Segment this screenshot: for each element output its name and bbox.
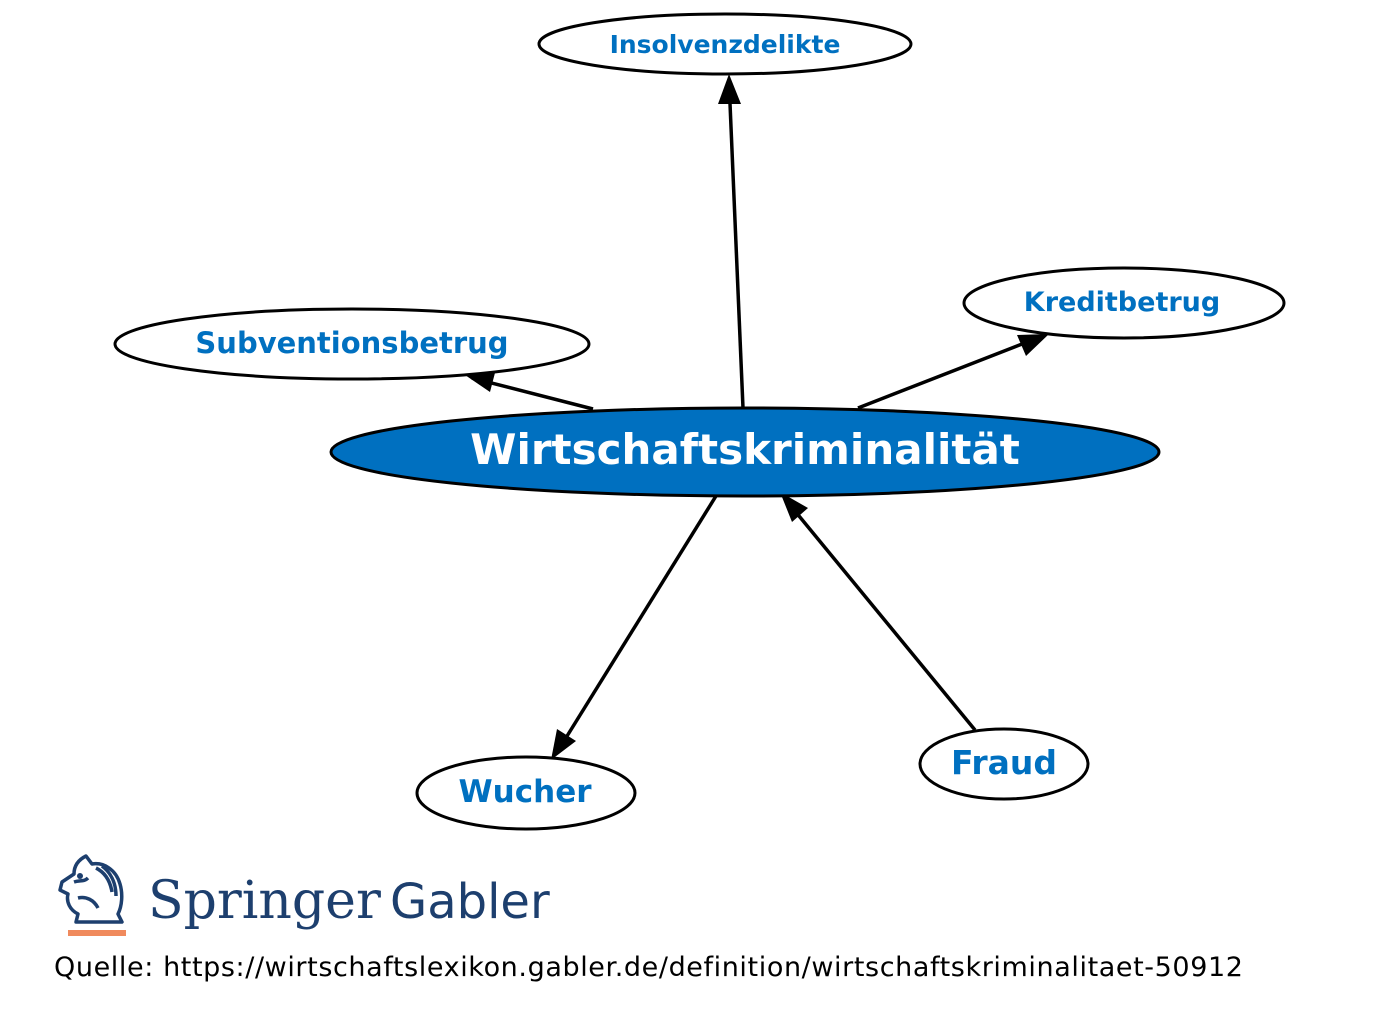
- arrowhead-kreditbetrug: [1017, 334, 1049, 356]
- logo-graphic: Springer Gabler: [58, 854, 550, 936]
- node-label-kreditbetrug: Kreditbetrug: [1024, 287, 1220, 318]
- brand-name-primary: Springer: [148, 871, 381, 931]
- node-kreditbetrug: Kreditbetrug: [962, 266, 1286, 340]
- edge-center-to-insolvenzdelikte: [727, 79, 745, 409]
- node-label-center: Wirtschaftskriminalität: [470, 425, 1020, 474]
- edge-center-to-wucher: [557, 495, 718, 750]
- arrowhead-insolvenzdelikte: [718, 74, 741, 104]
- arrowhead-center-from-fraud: [780, 492, 808, 522]
- knight-horse-icon: [58, 854, 124, 924]
- logo-underline: [68, 930, 126, 936]
- node-label-insolvenzdelikte: Insolvenzdelikte: [610, 30, 841, 59]
- edges: [465, 74, 1049, 760]
- source-citation: Quelle: https://wirtschaftslexikon.gable…: [54, 952, 1244, 983]
- node-subventionsbetrug: Subventionsbetrug: [113, 307, 591, 381]
- node-insolvenzdelikte: Insolvenzdelikte: [537, 12, 913, 76]
- node-wucher: Wucher: [415, 755, 637, 831]
- concept-diagram: Insolvenzdelikte Kreditbetrug Subvention…: [113, 12, 1286, 831]
- edge-fraud-to-center: [788, 503, 977, 732]
- node-label-subventionsbetrug: Subventionsbetrug: [195, 326, 508, 360]
- edge-center-to-kreditbetrug: [857, 335, 1041, 410]
- node-fraud: Fraud: [918, 727, 1090, 801]
- arrowhead-wucher: [551, 729, 576, 760]
- springer-gabler-logo: Springer Gabler: [56, 852, 576, 942]
- brand-name-secondary: Gabler: [390, 874, 550, 930]
- node-label-wucher: Wucher: [458, 774, 592, 810]
- node-label-fraud: Fraud: [951, 743, 1057, 782]
- node-center: Wirtschaftskriminalität: [329, 406, 1161, 498]
